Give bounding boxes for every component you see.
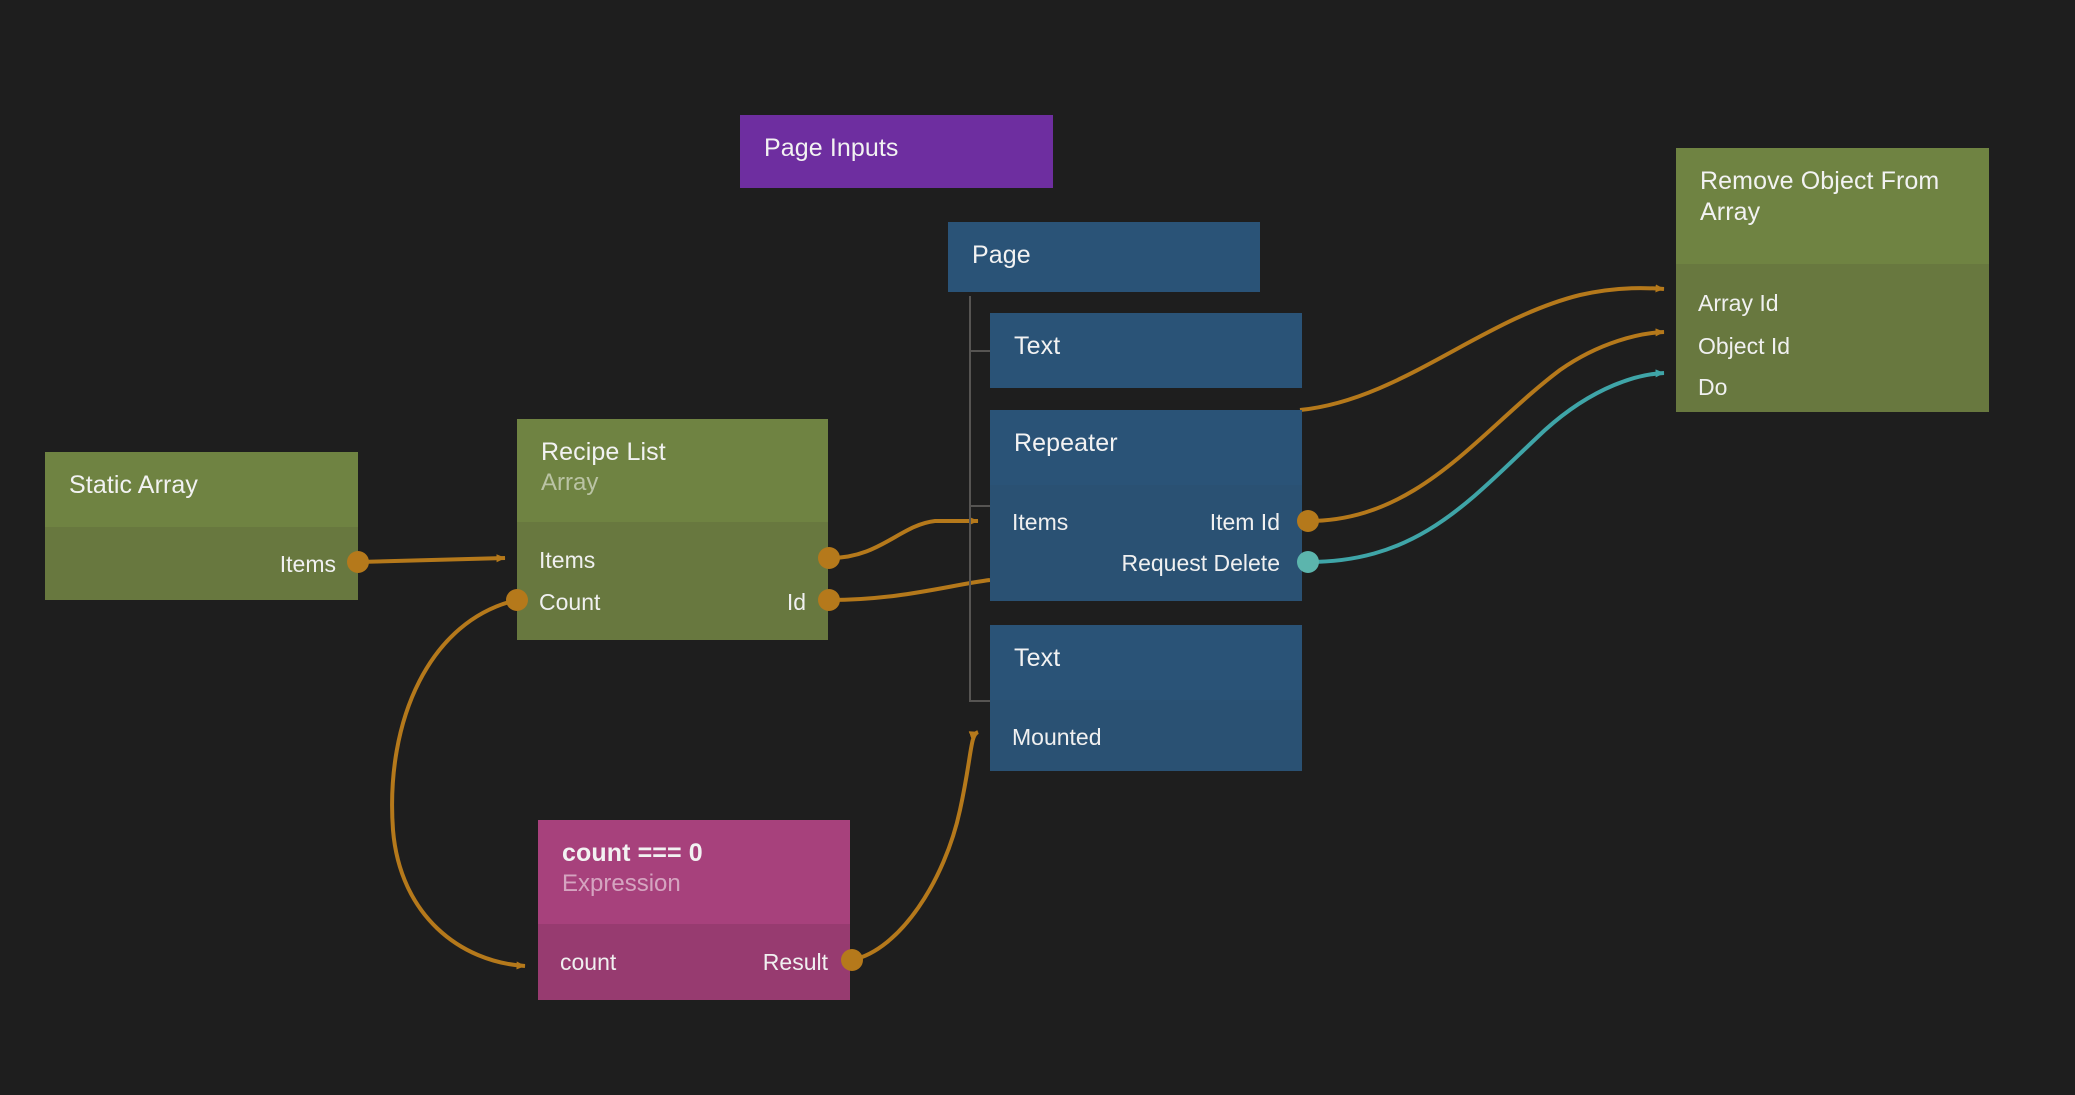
tree-branch-repeater: [969, 505, 991, 507]
port-static-items-dot[interactable]: [347, 551, 369, 573]
node-repeater-body: Items Item Id Request Delete: [990, 485, 1302, 601]
port-label-count[interactable]: count: [560, 949, 617, 975]
node-static-array-title: Static Array: [69, 471, 199, 499]
static-array-ports: [347, 551, 369, 573]
wire-item-id-to-object-id: [1307, 328, 1665, 523]
recipe-list-ports: [506, 547, 840, 611]
node-remove-object-body: Array Id Object Id Do: [1676, 264, 1989, 412]
port-label-id[interactable]: Id: [786, 589, 806, 615]
wire-recipe-count-to-expression-count: [390, 598, 526, 970]
node-text-top[interactable]: Text: [990, 313, 1302, 388]
port-item-id-dot[interactable]: [1297, 510, 1319, 532]
port-row-repeater-items: Items Item Id: [990, 508, 1302, 536]
node-expression[interactable]: count === 0 Expression count Result: [538, 820, 850, 1000]
node-page[interactable]: Page: [948, 222, 1260, 292]
port-label-items[interactable]: Items: [279, 551, 336, 577]
expression-ports: [841, 949, 863, 971]
port-row-array-id: Array Id: [1676, 289, 1989, 317]
port-row-repeater-request-delete: Request Delete: [990, 549, 1302, 577]
node-repeater[interactable]: Repeater Items Item Id Request Delete: [990, 410, 1302, 601]
node-text-top-title: Text: [1014, 332, 1061, 360]
node-repeater-title: Repeater: [1014, 429, 1118, 457]
node-remove-object-header: Remove Object From Array: [1676, 148, 1989, 264]
port-label-items[interactable]: Items: [539, 547, 596, 573]
port-label-result[interactable]: Result: [762, 949, 828, 975]
port-row-expression: count Result: [538, 948, 850, 976]
node-expression-body: count Result: [538, 924, 850, 1000]
port-label-do[interactable]: Do: [1698, 374, 1728, 400]
tree-branch-text-bottom: [969, 700, 991, 702]
node-page-inputs-title: Page Inputs: [764, 134, 899, 162]
port-row-recipe-count-id: Count Id: [517, 588, 828, 616]
node-recipe-list-header: Recipe List Array: [517, 419, 828, 522]
port-label-count[interactable]: Count: [539, 589, 601, 615]
wire-expression-result-to-text-mounted: [851, 730, 980, 962]
node-page-title: Page: [972, 241, 1031, 269]
node-recipe-list-title: Recipe List: [541, 438, 666, 466]
port-row-recipe-items: Items: [517, 546, 828, 574]
port-recipe-out-top-dot[interactable]: [818, 547, 840, 569]
wire-recipe-id-to-repeater: [829, 578, 991, 602]
node-page-inputs[interactable]: Page Inputs: [740, 115, 1053, 188]
node-expression-subtitle: Expression: [562, 870, 681, 897]
node-static-array-header: Static Array: [45, 452, 358, 527]
wire-request-delete-to-do: [1307, 369, 1665, 564]
node-page-header: Page: [948, 222, 1260, 292]
node-text-bottom-header: Text: [990, 625, 1302, 700]
node-recipe-list[interactable]: Recipe List Array Items Count Id: [517, 419, 828, 640]
port-row-mounted: Mounted: [990, 723, 1302, 751]
port-expression-result-dot[interactable]: [841, 949, 863, 971]
wire-recipe-out-to-repeater-items: [829, 517, 979, 560]
port-recipe-id-dot[interactable]: [818, 589, 840, 611]
tree-branch-text-top: [969, 350, 991, 352]
port-row-do: Do: [1676, 373, 1989, 401]
port-label-items[interactable]: Items: [1012, 509, 1069, 535]
tree-trunk: [969, 296, 971, 702]
port-label-mounted[interactable]: Mounted: [1012, 724, 1102, 750]
port-label-object-id[interactable]: Object Id: [1698, 333, 1791, 359]
wire-repeater-to-array-id: [1299, 284, 1665, 412]
node-expression-title: count === 0: [562, 839, 703, 867]
port-row-object-id: Object Id: [1676, 332, 1989, 360]
node-remove-object-from-array[interactable]: Remove Object From Array Array Id Object…: [1676, 148, 1989, 412]
node-expression-header: count === 0 Expression: [538, 820, 850, 924]
node-recipe-list-subtitle: Array: [541, 469, 599, 496]
node-remove-object-title: Remove Object From Array: [1700, 167, 1940, 226]
node-text-top-header: Text: [990, 313, 1302, 388]
node-repeater-header: Repeater: [990, 410, 1302, 485]
port-recipe-count-in-dot[interactable]: [506, 589, 528, 611]
node-text-bottom-title: Text: [1014, 644, 1061, 672]
node-page-inputs-header: Page Inputs: [740, 115, 1053, 188]
port-label-array-id[interactable]: Array Id: [1698, 290, 1779, 316]
node-static-array-body: Items: [45, 527, 358, 600]
port-request-delete-dot[interactable]: [1297, 551, 1319, 573]
node-recipe-list-body: Items Count Id: [517, 522, 828, 640]
node-text-bottom[interactable]: Text Mounted: [990, 625, 1302, 771]
port-row-static-array-items: Items: [45, 550, 358, 578]
port-label-item-id[interactable]: Item Id: [1209, 509, 1280, 535]
repeater-ports: [1297, 510, 1319, 573]
node-static-array[interactable]: Static Array Items: [45, 452, 358, 600]
port-label-request-delete[interactable]: Request Delete: [1121, 550, 1280, 576]
node-text-bottom-body: Mounted: [990, 700, 1302, 771]
wire-static-array-items-to-recipe-items: [357, 554, 506, 564]
